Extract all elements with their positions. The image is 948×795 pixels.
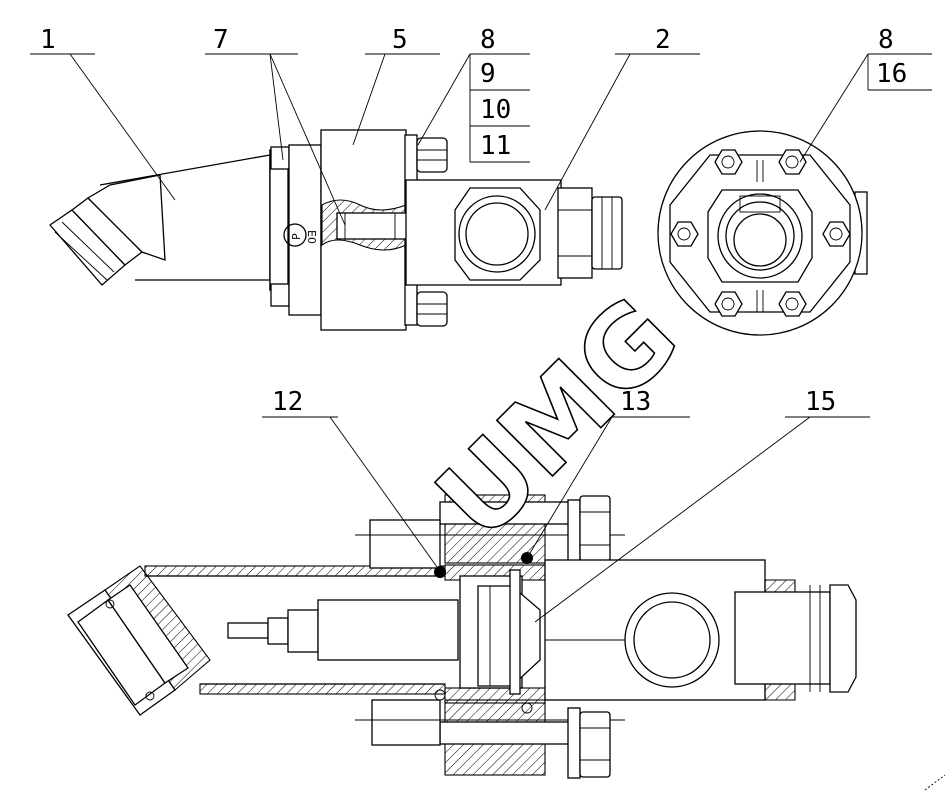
top-elevation-view: P E0	[49, 129, 623, 331]
bolt-head-lower-left	[270, 283, 290, 307]
seal-ring-12	[434, 566, 446, 578]
callout-2: 2	[655, 25, 671, 55]
seal-ring-13	[521, 552, 533, 564]
sleeve-bottom-wall	[199, 683, 446, 695]
body-marking-p: P	[290, 233, 303, 240]
bolt-head-upper-left	[270, 146, 290, 170]
callout-16: 16	[876, 59, 907, 89]
section-nut-lower	[567, 707, 611, 779]
valve-stem	[227, 622, 269, 639]
angled-inlet-fitting	[49, 154, 271, 286]
callout-10: 10	[480, 95, 511, 125]
callout-7: 7	[213, 25, 229, 55]
callout-15: 15	[805, 387, 836, 417]
section-outlet-body	[544, 559, 766, 701]
section-bolt-head-upper	[369, 519, 441, 569]
callout-11: 11	[480, 131, 511, 161]
end-view	[657, 130, 868, 336]
callout-5: 5	[392, 25, 408, 55]
callouts-top-view: 1 7 5 8 9 10 11 2	[30, 25, 700, 226]
section-view	[67, 494, 857, 779]
callout-8-end: 8	[878, 25, 894, 55]
end-view-bolts	[670, 149, 851, 317]
section-bolt-head-lower	[371, 699, 441, 746]
section-nut-upper	[567, 495, 611, 571]
callout-1: 1	[40, 25, 56, 55]
outlet-nut	[557, 187, 593, 279]
outlet-port	[454, 187, 541, 281]
callout-13: 13	[620, 387, 651, 417]
callout-12: 12	[272, 387, 303, 417]
section-angled-fitting	[67, 565, 211, 716]
nut-upper	[416, 137, 448, 173]
callouts-end-view: 8 16	[799, 25, 932, 163]
section-right-connector	[734, 591, 831, 685]
callout-9: 9	[480, 59, 496, 89]
nut-lower	[416, 291, 448, 327]
body-marking-e0: E0	[305, 230, 318, 244]
callouts-section-view: 12 13 15	[262, 387, 870, 623]
callout-8-top: 8	[480, 25, 496, 55]
